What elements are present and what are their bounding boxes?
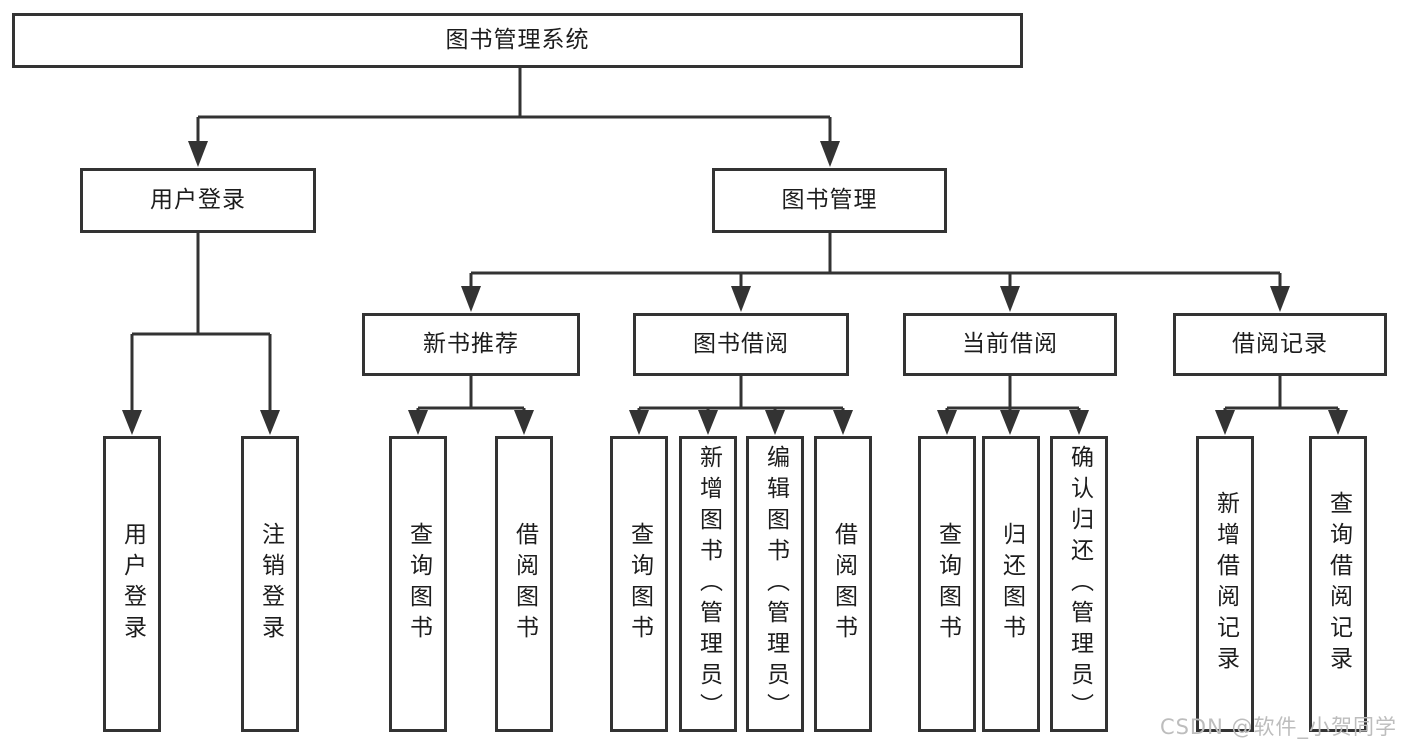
node-label: 用户登录 bbox=[150, 187, 246, 213]
node-library-management-system: 图书管理系统 bbox=[12, 13, 1023, 68]
leaf-logout: 注销登录 bbox=[241, 436, 299, 732]
node-label: 图书管理系统 bbox=[445, 27, 590, 53]
leaf-query-books-recommend: 查询图书 bbox=[389, 436, 447, 732]
node-label: 新增图书（管理员） bbox=[695, 444, 722, 724]
arrowhead-icons bbox=[122, 141, 1348, 435]
node-label: 查询图书 bbox=[405, 522, 432, 646]
leaf-add-books-admin: 新增图书（管理员） bbox=[679, 436, 737, 732]
node-label: 新增借阅记录 bbox=[1212, 491, 1239, 677]
node-label: 编辑图书（管理员） bbox=[762, 444, 789, 724]
leaf-edit-books-admin: 编辑图书（管理员） bbox=[746, 436, 804, 732]
node-new-book-recommendation: 新书推荐 bbox=[362, 313, 580, 376]
leaf-user-login: 用户登录 bbox=[103, 436, 161, 732]
node-book-borrowing: 图书借阅 bbox=[633, 313, 849, 376]
leaf-borrow-books: 借阅图书 bbox=[814, 436, 872, 732]
leaf-return-books: 归还图书 bbox=[982, 436, 1040, 732]
node-label: 注销登录 bbox=[257, 522, 284, 646]
node-label: 归还图书 bbox=[998, 522, 1025, 646]
node-label: 确认归还（管理员） bbox=[1066, 444, 1093, 724]
leaf-add-borrow-record: 新增借阅记录 bbox=[1196, 436, 1254, 732]
leaf-query-books-borrowing: 查询图书 bbox=[610, 436, 668, 732]
node-label: 查询图书 bbox=[934, 522, 961, 646]
node-label: 图书管理 bbox=[781, 187, 878, 213]
node-label: 借阅图书 bbox=[511, 522, 538, 646]
node-label: 新书推荐 bbox=[423, 331, 519, 357]
node-borrowing-records: 借阅记录 bbox=[1173, 313, 1387, 376]
node-book-management: 图书管理 bbox=[712, 168, 947, 233]
node-label: 图书借阅 bbox=[693, 331, 789, 357]
leaf-confirm-return-admin: 确认归还（管理员） bbox=[1050, 436, 1108, 732]
csdn-watermark: CSDN @软件_小贺同学 bbox=[1159, 715, 1397, 739]
leaf-query-books-current: 查询图书 bbox=[918, 436, 976, 732]
leaf-query-borrow-record: 查询借阅记录 bbox=[1309, 436, 1367, 732]
node-label: 用户登录 bbox=[119, 522, 146, 646]
node-label: 借阅图书 bbox=[830, 522, 857, 646]
node-user-login: 用户登录 bbox=[80, 168, 316, 233]
node-label: 查询借阅记录 bbox=[1325, 491, 1352, 677]
node-current-borrowing: 当前借阅 bbox=[903, 313, 1117, 376]
node-label: 查询图书 bbox=[626, 522, 653, 646]
leaf-borrow-books-recommend: 借阅图书 bbox=[495, 436, 553, 732]
node-label: 借阅记录 bbox=[1232, 331, 1328, 357]
node-label: 当前借阅 bbox=[962, 331, 1058, 357]
